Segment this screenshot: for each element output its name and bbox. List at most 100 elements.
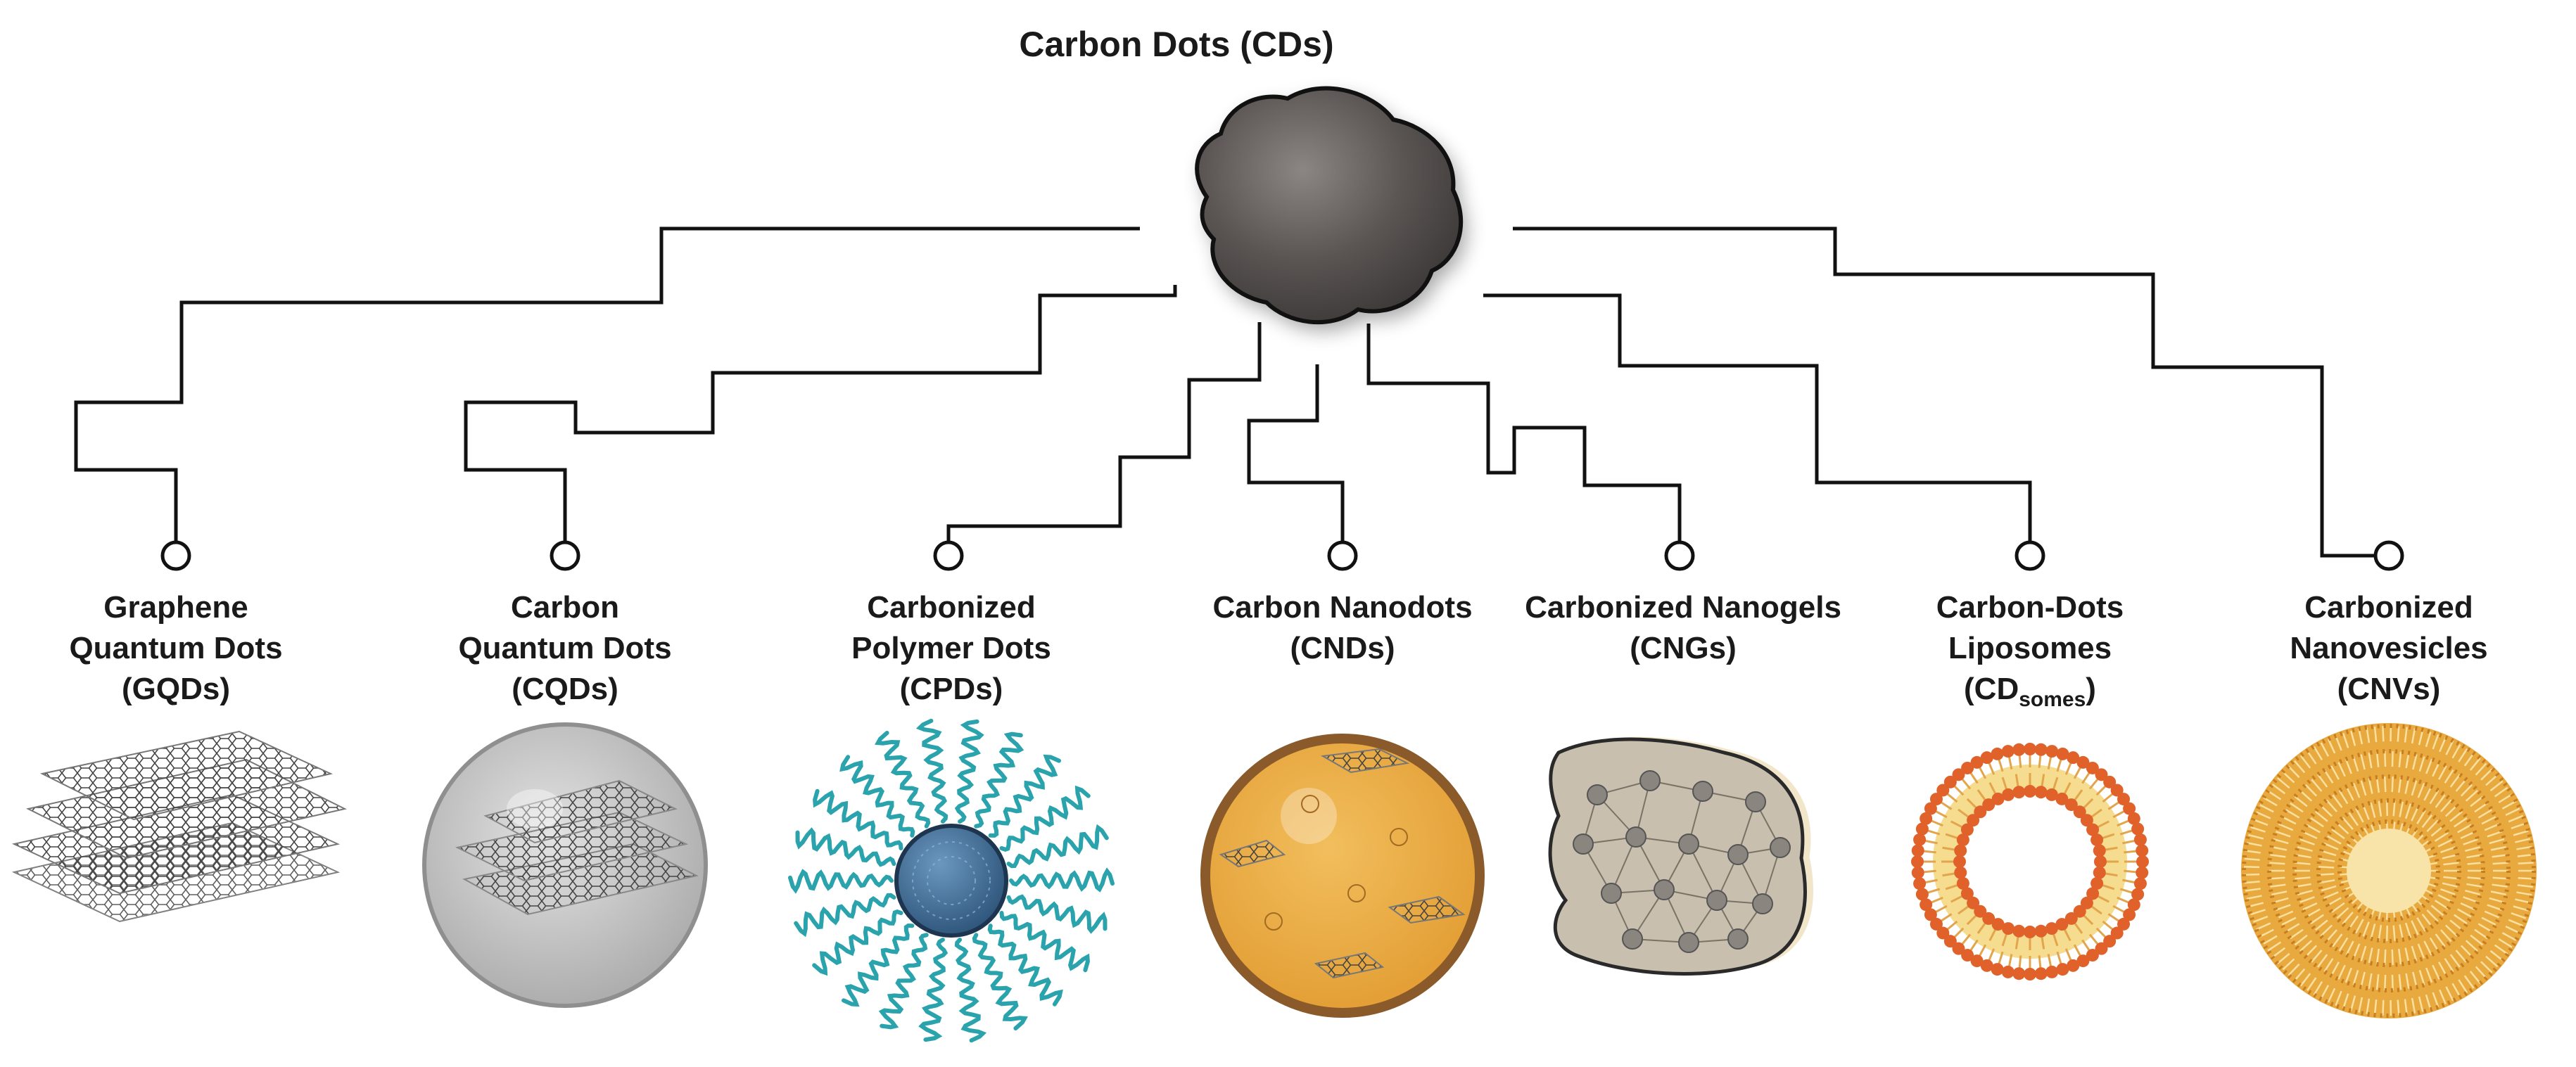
category-label-3: Carbon Nanodots (CNDs) bbox=[1212, 590, 1472, 665]
vesicle-lipid-line bbox=[2269, 863, 2285, 864]
lipid-head-icon bbox=[2136, 844, 2148, 857]
connector-cngs bbox=[1369, 324, 1680, 543]
lipid-head-icon bbox=[2002, 745, 2015, 758]
lipid-head-icon bbox=[1916, 888, 1929, 900]
gel-bead-icon bbox=[1746, 792, 1765, 812]
marker-cnvs-icon bbox=[2375, 542, 2402, 569]
lipid-head-icon bbox=[2012, 925, 2025, 938]
lipid-head-icon bbox=[1912, 844, 1924, 857]
category-label-line: Carbon-Dots bbox=[1936, 590, 2124, 625]
polymer-chain-icon bbox=[842, 757, 913, 836]
gel-bead-icon bbox=[1693, 781, 1713, 801]
lipid-head-icon bbox=[2134, 833, 2147, 846]
vesicle-lipid-line bbox=[2392, 950, 2393, 965]
stacked-graphene-sheets-icon bbox=[14, 731, 345, 921]
gel-bead-icon bbox=[1728, 929, 1748, 949]
vesicle-lipid-line bbox=[2392, 975, 2393, 990]
category-label-line: Quantum Dots bbox=[458, 631, 671, 665]
vesicle-lipid-line bbox=[2398, 1000, 2399, 1016]
label-main-text: (CD bbox=[1964, 672, 2019, 706]
lipid-head-icon bbox=[2090, 833, 2103, 846]
vesicle-lipid-line bbox=[2493, 863, 2508, 864]
category-label-line: Liposomes bbox=[1948, 631, 2112, 665]
lipid-head-icon bbox=[2056, 963, 2069, 976]
lipid-head-icon bbox=[1991, 748, 2004, 760]
lipid-head-icon bbox=[2024, 785, 2036, 798]
polymer-chain-icon bbox=[990, 926, 1060, 1004]
polymer-chain-icon bbox=[958, 722, 982, 822]
diagram-title: Carbon Dots (CDs) bbox=[1019, 25, 1333, 64]
vesicle-lipid-line bbox=[2392, 751, 2393, 767]
lipid-head-icon bbox=[1913, 877, 1926, 890]
vesicle-lipid-line bbox=[2518, 863, 2534, 864]
category-label-line: Carbon bbox=[511, 590, 619, 625]
category-label-line: Carbonized bbox=[2304, 590, 2473, 625]
polymer-chain-icon bbox=[1011, 871, 1112, 890]
lipid-head-icon bbox=[2002, 966, 2015, 978]
category-label-line: (CNGs) bbox=[1630, 631, 1737, 665]
connector-cqds bbox=[466, 285, 1175, 543]
lipid-head-icon bbox=[1954, 844, 1967, 857]
polymer-chain-icon bbox=[922, 940, 946, 1040]
label-subscript-text: somes bbox=[2019, 688, 2086, 711]
lipid-head-icon bbox=[2012, 743, 2025, 756]
lipid-head-icon bbox=[2093, 844, 2106, 857]
lipid-head-icon bbox=[2136, 867, 2148, 879]
lipid-head-icon bbox=[2024, 926, 2036, 938]
category-label-line: Carbon Nanodots bbox=[1212, 590, 1472, 625]
connector-cdsomes bbox=[1483, 295, 2030, 543]
gel-bead-icon bbox=[1654, 880, 1674, 900]
quantum-dot-sphere-icon bbox=[424, 724, 706, 1006]
gel-bead-icon bbox=[1728, 845, 1748, 864]
lipid-head-icon bbox=[2012, 786, 2025, 798]
marker-cqds-icon bbox=[552, 542, 578, 569]
vesicle-lipid-line bbox=[2244, 874, 2259, 875]
lipid-head-icon bbox=[2012, 967, 2025, 980]
category-label-line: Polymer Dots bbox=[851, 631, 1051, 665]
lipid-head-icon bbox=[1953, 855, 1966, 868]
lipid-head-icon bbox=[2136, 855, 2149, 868]
vesicle-lipid-line bbox=[2392, 777, 2393, 792]
gel-bead-icon bbox=[1679, 834, 1699, 854]
category-label-line: Carbonized Nanogels bbox=[1525, 590, 1841, 625]
gel-bead-icon bbox=[1640, 771, 1660, 791]
lipid-head-icon bbox=[1954, 867, 1967, 879]
nanovesicle-multilayer-icon bbox=[2241, 723, 2537, 1018]
lipid-head-icon bbox=[2045, 745, 2058, 758]
gel-bead-icon bbox=[1601, 883, 1621, 903]
lipid-head-icon bbox=[2035, 786, 2048, 798]
carbon-dot-blob-icon bbox=[1197, 89, 1466, 331]
polymer-chain-icon bbox=[878, 733, 928, 826]
nanogel-network-icon bbox=[1550, 737, 1813, 974]
marker-cpds-icon bbox=[935, 542, 962, 569]
marker-cdsomes-icon bbox=[2017, 542, 2043, 569]
lipid-head-icon bbox=[2024, 743, 2036, 755]
gel-bead-icon bbox=[1770, 838, 1790, 857]
marker-cnds-icon bbox=[1329, 542, 1356, 569]
category-label-line: Nanovesicles bbox=[2290, 631, 2487, 665]
category-label-line: (CPDs) bbox=[900, 672, 1003, 706]
gel-bead-icon bbox=[1573, 834, 1593, 854]
gel-bead-icon bbox=[1679, 933, 1699, 952]
lipid-head-icon bbox=[2131, 823, 2144, 836]
category-label-line: Carbonized bbox=[867, 590, 1036, 625]
polymer-dot-core-icon bbox=[790, 721, 1112, 1040]
connector-cnds bbox=[1249, 364, 1343, 543]
lipid-head-icon bbox=[2035, 743, 2048, 756]
gel-bead-icon bbox=[1623, 929, 1642, 949]
lipid-head-icon bbox=[2035, 967, 2048, 980]
lipid-head-icon bbox=[2035, 925, 2048, 938]
category-label-line: (CNDs) bbox=[1290, 631, 1395, 665]
vesicle-lipid-line bbox=[2398, 726, 2399, 741]
category-label-line: Quantum Dots bbox=[69, 631, 282, 665]
connector-cpds bbox=[948, 322, 1260, 543]
lipid-head-icon bbox=[2002, 788, 2015, 801]
vesicle-core bbox=[2347, 829, 2431, 913]
